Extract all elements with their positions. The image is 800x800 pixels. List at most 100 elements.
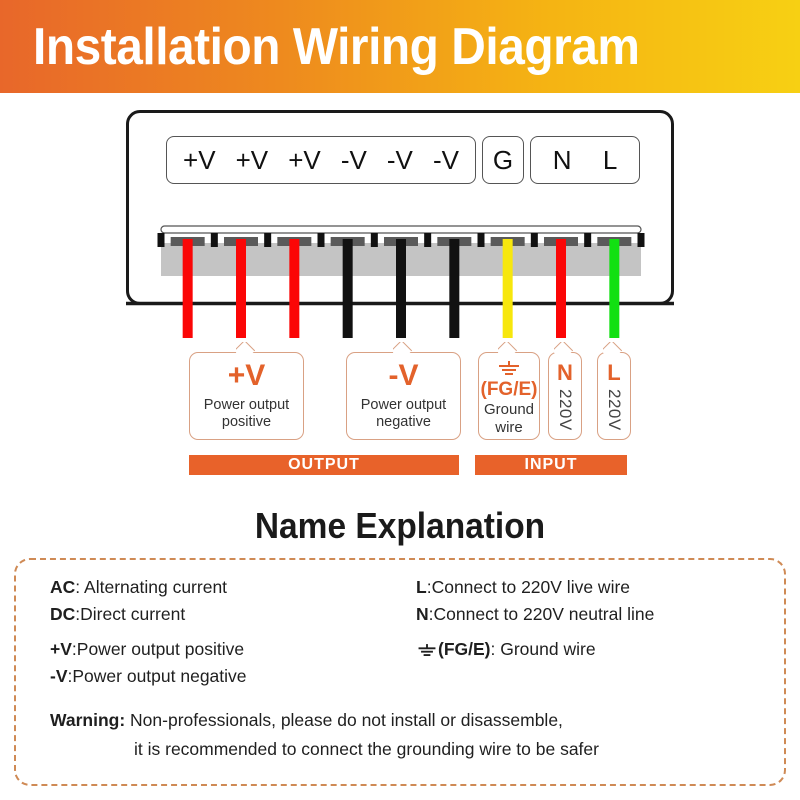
legend-key-nv: -V [50, 666, 68, 687]
legend-box: AC: Alternating current DC:Direct curren… [14, 558, 786, 786]
callout-negative-symbol: -V [388, 359, 419, 392]
legend-sep-ac: : [75, 577, 85, 597]
legend-sep-l: : [426, 577, 432, 597]
wire-green-9 [609, 239, 620, 338]
legend-key-n: N [416, 604, 429, 625]
wire-black-5 [396, 239, 406, 338]
callout-ground-desc-2: wire [495, 418, 523, 436]
legend-key-pv: +V [50, 639, 72, 659]
callout-negative-desc-1: Power output [360, 397, 447, 413]
terminal-group-ground: G [482, 136, 524, 184]
terminal-divider-post [210, 233, 218, 247]
legend-column-pv-nv: +V:Power output positive -V:Power output… [50, 636, 247, 690]
callout-notch-icon [236, 342, 258, 354]
callout-positive-desc-2: positive [221, 414, 272, 431]
callout-ground: (FG/E) Ground wire [478, 352, 540, 440]
callout-notch-icon [603, 342, 625, 354]
terminal-divider-post [637, 233, 645, 247]
legend-sep-nv: : [67, 666, 73, 687]
callout-notch-icon [554, 342, 576, 354]
legend-sep-n: : [428, 604, 434, 625]
legend-warning-line-1: Non-professionals, please do not install… [130, 710, 563, 730]
callout-notch-icon [498, 342, 520, 354]
legend-sep-dc: : [75, 604, 81, 625]
section-bar-input: INPUT [475, 455, 627, 475]
legend-value-nv: Power output negative [72, 666, 247, 687]
legend-entry-nv: -V:Power output negative [50, 663, 247, 690]
terminal-label-g: G [492, 144, 514, 175]
wire-yellow-7 [502, 239, 513, 338]
terminal-divider-post [264, 233, 272, 247]
header-banner: Installation Wiring Diagram [0, 0, 800, 93]
callout-neutral: N 220V [548, 352, 582, 440]
name-explanation-heading: Name Explanation [254, 505, 546, 546]
terminal-label-row: +V +V +V -V -V -V G N L [166, 136, 640, 184]
terminal-label-pv-2: +V [235, 144, 269, 175]
terminal-divider-post [370, 233, 378, 247]
callout-neutral-voltage: 220V [556, 389, 575, 431]
legend-sep-ground: : [490, 639, 501, 659]
terminal-label-nv-1: -V [340, 144, 367, 175]
legend-warning-key: Warning: [50, 710, 126, 730]
ground-symbol-icon [418, 644, 436, 657]
wire-red-3 [289, 239, 300, 338]
legend-column-l-n: L:Connect to 220V live wire N:Connect to… [416, 574, 654, 628]
terminal-label-pv-3: +V [288, 144, 321, 175]
callout-neutral-symbol: N [557, 360, 573, 385]
wire-bundle [182, 239, 620, 338]
legend-entry-pv: +V:Power output positive [50, 636, 247, 663]
legend-value-pv: Power output positive [76, 639, 245, 659]
legend-column-ground: (FG/E): Ground wire [416, 636, 596, 663]
terminal-divider-post [584, 233, 592, 247]
terminal-group-ac-input: N L [530, 136, 640, 184]
legend-entry-l: L:Connect to 220V live wire [416, 574, 654, 601]
callout-live-voltage: 220V [605, 389, 624, 431]
terminal-divider-post [530, 233, 538, 247]
terminal-label-n: N [552, 144, 572, 175]
callout-notch-icon [393, 342, 415, 354]
legend-value-n: Connect to 220V neutral line [433, 604, 655, 625]
legend-value-l: Connect to 220V live wire [431, 577, 631, 597]
callout-live-symbol: L [607, 360, 621, 385]
terminal-label-nv-2: -V [386, 144, 413, 175]
legend-value-dc: Direct current [80, 604, 186, 625]
page-title: Installation Wiring Diagram [33, 17, 640, 76]
callout-negative-desc-2: negative [376, 414, 431, 431]
ground-symbol-icon [499, 361, 519, 375]
callout-positive-output: +V Power output positive [189, 352, 304, 440]
legend-warning-line-2: it is recommended to connect the groundi… [134, 738, 599, 759]
terminal-label-pv-1: +V [183, 144, 216, 175]
callout-ground-symbol: (FG/E) [480, 379, 538, 400]
terminal-divider-post [424, 233, 432, 247]
wire-red-1 [182, 239, 193, 338]
wire-black-6 [449, 239, 460, 338]
callout-positive-symbol: +V [227, 359, 266, 392]
legend-value-ac: Alternating current [84, 577, 228, 597]
terminal-divider-post [477, 233, 485, 247]
legend-key-ac: AC [50, 577, 76, 597]
legend-entry-n: N:Connect to 220V neutral line [416, 601, 654, 628]
legend-key-dc: DC [50, 604, 76, 625]
callout-ground-desc-1: Ground [483, 401, 535, 418]
legend-sep-pv: : [71, 639, 77, 659]
legend-warning: Warning: Non-professionals, please do no… [50, 706, 760, 764]
terminal-group-dc-output: +V +V +V -V -V -V [166, 136, 476, 184]
strip-top-rail [160, 225, 642, 234]
callout-live: L 220V [597, 352, 631, 440]
legend-key-ground: (FG/E) [438, 639, 491, 659]
terminal-label-nv-3: -V [432, 144, 459, 175]
terminal-divider-post [157, 233, 165, 247]
wire-red-8 [556, 239, 566, 338]
callout-negative-output: -V Power output negative [346, 352, 461, 440]
callout-positive-desc-1: Power output [203, 397, 290, 413]
legend-entry-dc: DC:Direct current [50, 601, 227, 628]
terminal-strip-and-wires [126, 225, 674, 338]
legend-entry-ground: (FG/E): Ground wire [416, 636, 596, 663]
legend-entry-ac: AC: Alternating current [50, 574, 227, 601]
legend-value-ground: Ground wire [500, 639, 596, 659]
section-bar-output: OUTPUT [189, 455, 459, 475]
legend-key-l: L [416, 577, 427, 597]
terminal-divider-post [317, 233, 325, 247]
wire-red-2 [236, 239, 246, 338]
legend-column-ac-dc: AC: Alternating current DC:Direct curren… [50, 574, 227, 628]
